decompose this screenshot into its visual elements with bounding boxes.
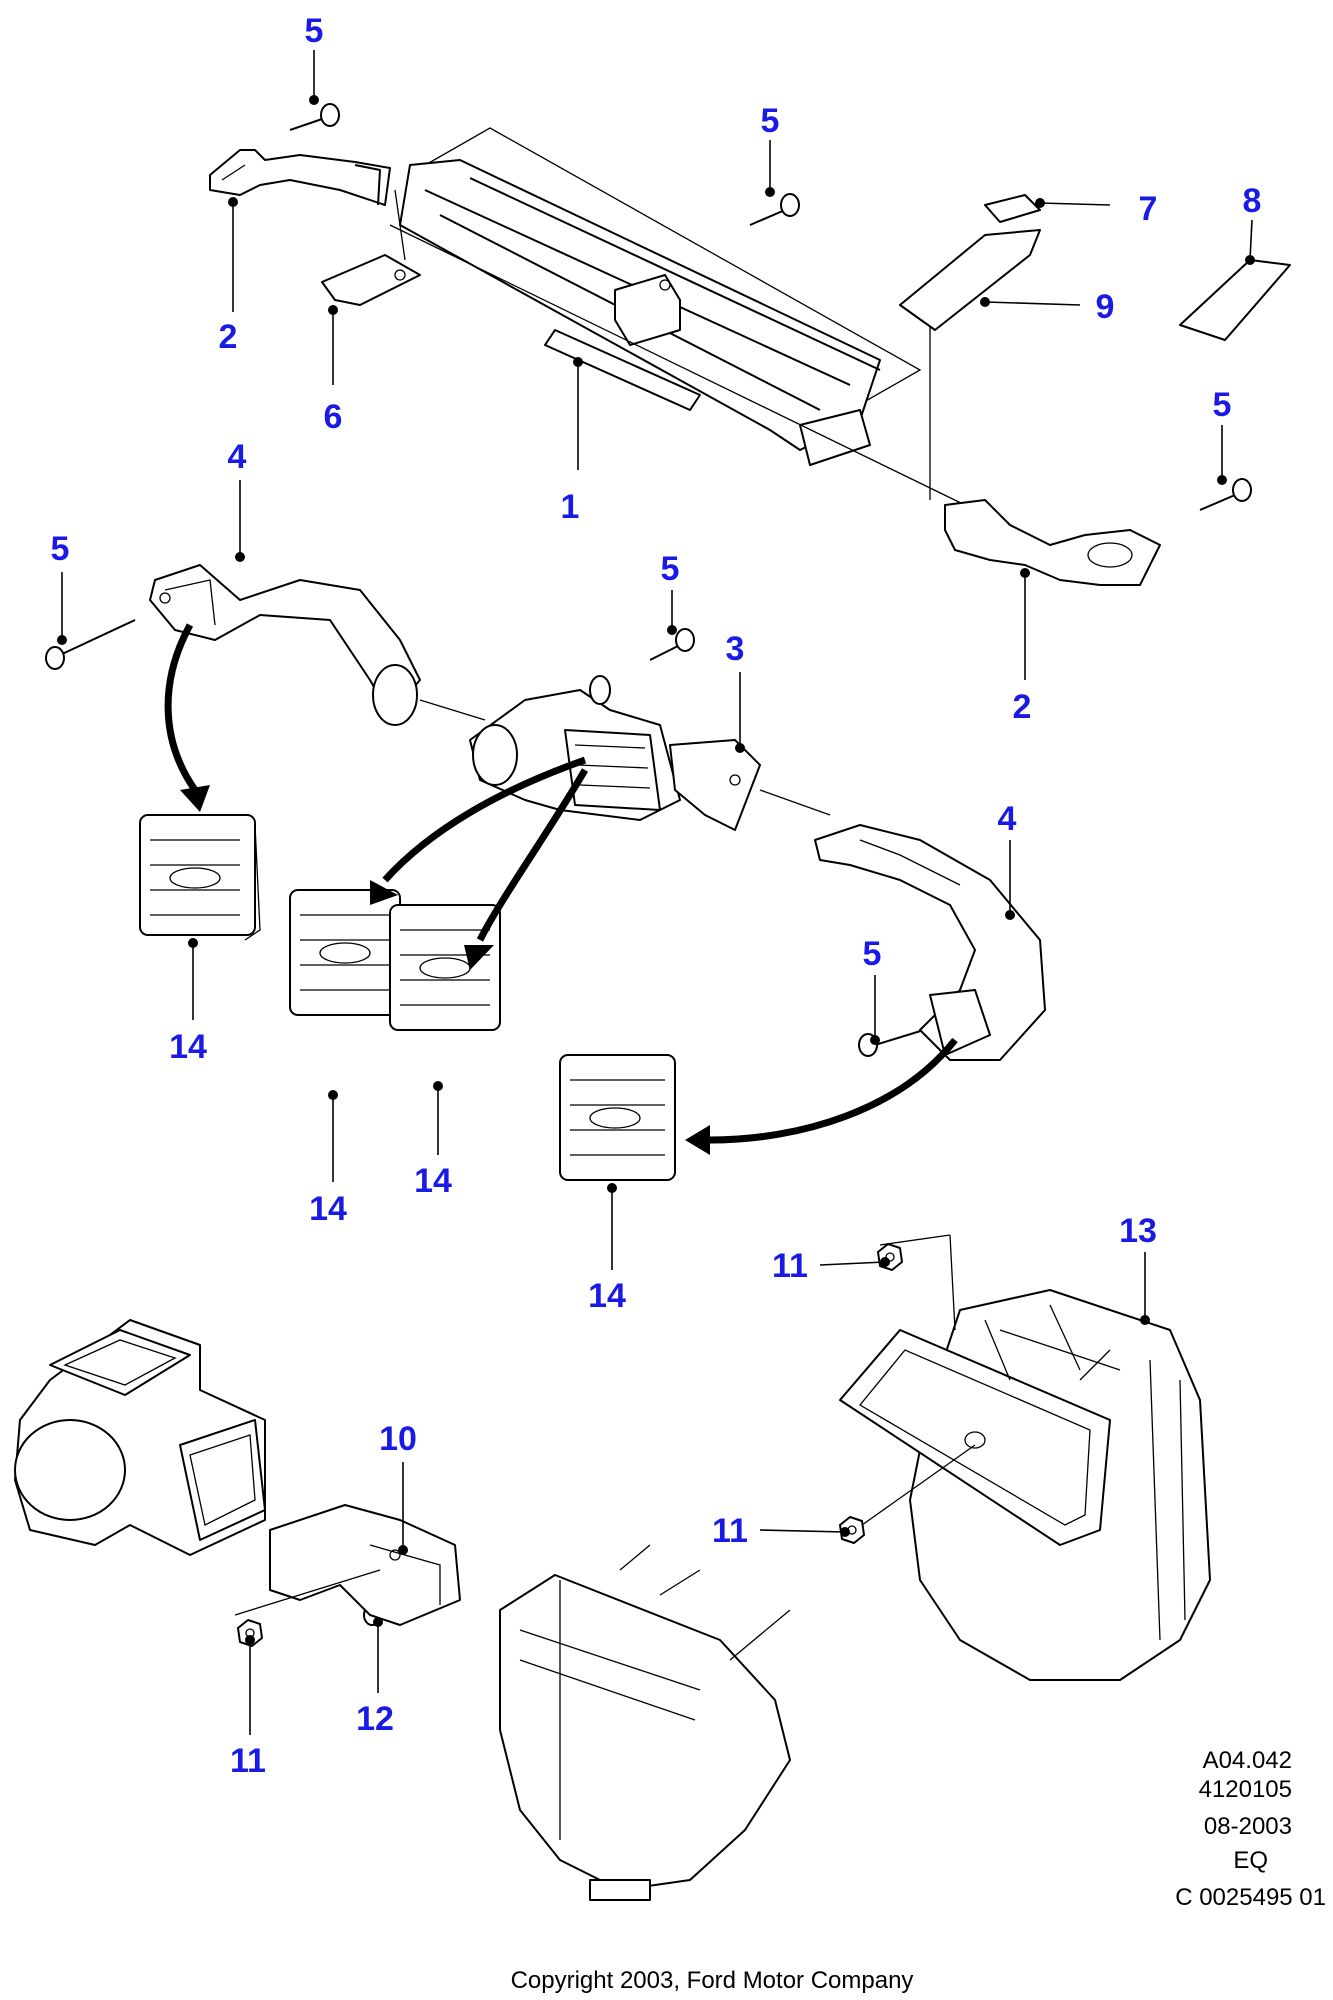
drawing-variant: EQ [1233, 1847, 1268, 1874]
callout-label: 5 [305, 12, 324, 50]
drawing-date: 08-2003 [1204, 1813, 1292, 1840]
callout-label: 11 [230, 1742, 266, 1780]
callout-label: 4 [228, 438, 247, 476]
drawing-ref: A04.042 [1203, 1747, 1292, 1774]
callout-label: 2 [1013, 688, 1032, 726]
callout-label: 14 [169, 1028, 207, 1066]
vent-grille [559, 1054, 676, 1181]
drawing-catalog: C 0025495 01 [1175, 1884, 1326, 1911]
vent-grille [389, 904, 501, 1031]
nut-icon [877, 1243, 903, 1271]
drawing-code: 4120105 [1199, 1776, 1292, 1803]
callout-label: 9 [1096, 288, 1115, 326]
vent-grille [289, 889, 401, 1016]
callout-label: 13 [1119, 1212, 1157, 1250]
right-demister-duct [929, 290, 1161, 586]
vent-grille [139, 814, 261, 941]
callout-label: 5 [863, 935, 882, 973]
callout-label: 7 [1139, 190, 1158, 228]
callout-label: 2 [219, 318, 238, 356]
right-vent-duct [814, 824, 1046, 1061]
callout-label: 5 [661, 550, 680, 588]
callout-label: 5 [761, 102, 780, 140]
callout-labels: 5 2 6 5 1 7 9 8 5 2 4 5 5 3 4 5 14 14 14… [51, 12, 1262, 1780]
center-nozzle [669, 739, 831, 831]
screw-group [45, 103, 1252, 1626]
callout-leaders [57, 50, 1255, 1735]
defroster-duct-assembly [389, 127, 966, 506]
blower-housing [14, 1319, 266, 1556]
callout-label: 12 [356, 1700, 394, 1738]
callout-label: 14 [309, 1190, 347, 1228]
callout-label: 5 [1213, 386, 1232, 424]
callout-label: 5 [51, 530, 70, 568]
callout-label: 14 [414, 1162, 452, 1200]
insulator-strip [899, 229, 1041, 331]
screw-icon [649, 628, 695, 661]
callout-label: 1 [561, 488, 580, 526]
callout-label: 11 [712, 1512, 748, 1550]
callout-label: 10 [379, 1420, 417, 1458]
callout-label: 3 [726, 630, 745, 668]
callout-label: 4 [998, 800, 1017, 838]
left-vent-duct [149, 564, 486, 726]
callout-label: 6 [324, 398, 343, 436]
copyright-notice: Copyright 2003, Ford Motor Company [511, 1967, 914, 1994]
nut-icon [237, 1619, 263, 1647]
pad-small [984, 194, 1041, 223]
heater-core-housing [499, 1544, 791, 1901]
callout-label: 8 [1243, 182, 1262, 220]
left-demister-duct [209, 149, 406, 261]
fitting-arrows [164, 623, 958, 1155]
evaporator-case [839, 1234, 1211, 1681]
callout-label: 14 [588, 1277, 626, 1315]
screw-icon [1199, 478, 1252, 511]
screw-icon [45, 619, 136, 670]
screw-icon [289, 103, 340, 131]
cover-plate-left [321, 254, 421, 306]
adapter-duct [234, 1504, 461, 1626]
drawing-reference-block: A04.042 4120105 08-2003 EQ C 0025495 01 [1175, 1747, 1326, 1911]
screw-icon [749, 193, 800, 226]
callout-label: 11 [772, 1247, 808, 1285]
pad-large [1179, 259, 1291, 341]
